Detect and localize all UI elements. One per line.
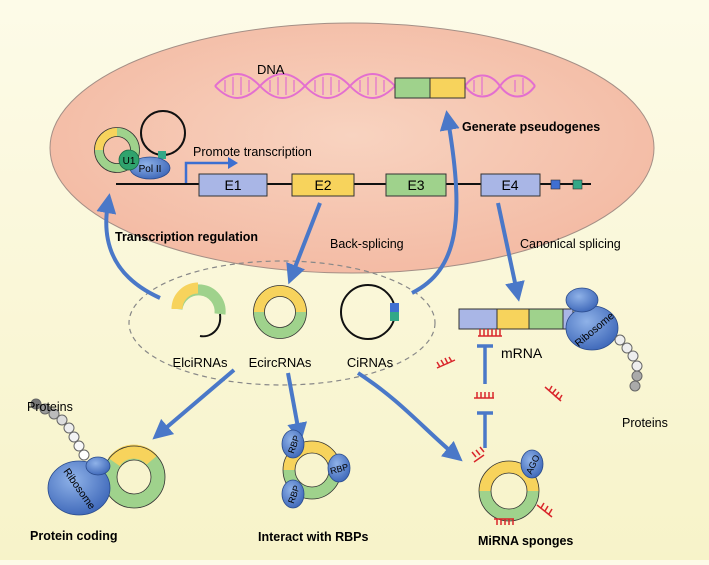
elcirna-molecule: [171, 282, 226, 338]
bound-mirnas: [471, 446, 553, 525]
nascent-peptide-mrna: [614, 334, 643, 392]
arrow-backsplicing: [286, 202, 322, 285]
u1-snrnp: [118, 149, 140, 171]
back-splicing-label: Back-splicing: [330, 237, 404, 251]
pseudogene-green-segment: [394, 77, 431, 99]
ribosome-on-mrna: [565, 287, 619, 351]
exon-e1-label: E1: [224, 177, 241, 193]
circrna-group: [128, 260, 436, 386]
exon-e2-label: E2: [314, 177, 331, 193]
u1-label: U1: [123, 156, 136, 167]
intron-marker-blue: [550, 179, 561, 190]
rbp-protein-bottom: [281, 479, 305, 509]
protein-coding-label: Protein coding: [30, 529, 118, 543]
exon-e3-label: E3: [407, 177, 424, 193]
exon-e1: [198, 173, 268, 197]
canonical-splicing-label: Canonical splicing: [520, 237, 621, 251]
dna-helix: [214, 73, 536, 99]
mrna-strand: [458, 308, 574, 330]
free-mirnas: [436, 356, 563, 402]
ago-protein: [520, 449, 544, 479]
arrow-to-rbp: [286, 372, 308, 443]
arrow-to-protein-coding: [152, 368, 236, 440]
transcription-complex: Pol II U1: [94, 110, 186, 180]
mrna-proteins-label: Proteins: [622, 416, 668, 430]
cirna-label: CiRNAs: [347, 355, 394, 370]
nucleus: [49, 22, 655, 274]
rbp-protein-top: [281, 429, 305, 459]
rbp-circrna: [281, 429, 351, 509]
generate-pseudogenes-label: Generate pseudogenes: [462, 120, 600, 134]
dna-label: DNA: [257, 62, 285, 77]
nascent-peptide-protein-coding: [30, 398, 90, 461]
arrow-elci-to-transcription: [96, 193, 161, 300]
interact-rbps-label: Interact with RBPs: [258, 530, 368, 544]
exon-e2: [291, 173, 355, 197]
protein-coding-circrna: [47, 444, 166, 516]
arrow-to-mirna-sponges: [356, 371, 463, 462]
pseudogene-yellow-segment: [429, 77, 466, 99]
protein-coding-proteins-label: Proteins: [27, 400, 73, 414]
pol-ii-label: Pol II: [139, 164, 162, 175]
exon-e4-label: E4: [501, 177, 518, 193]
ecircrna-molecule: [253, 285, 307, 339]
exon-e3: [385, 173, 447, 197]
exon-e4: [480, 173, 541, 197]
cirna-molecule: [340, 284, 399, 340]
transcription-start-arrow: [184, 161, 230, 183]
arrow-canonical-splicing: [496, 202, 525, 302]
transcription-regulation-label: Transcription regulation: [115, 230, 258, 244]
mrna-mirna-binding: [478, 329, 502, 337]
rbp-label-right: RBP: [329, 462, 349, 476]
mrna-label: mRNA: [501, 345, 543, 361]
inhibition-lines: [477, 344, 493, 448]
rbp-protein-right: [327, 453, 351, 483]
ecircrna-label: EcircRNAs: [249, 355, 312, 370]
mirna-sponge-circrna: [478, 449, 544, 522]
elcirna-label: ElciRNAs: [173, 355, 228, 370]
arrow-ci-to-pseudogenes: [411, 110, 460, 295]
mirna-sponges-label: MiRNA sponges: [478, 534, 573, 548]
flow-arrows: [96, 110, 525, 462]
intron-marker-green: [572, 179, 583, 190]
promote-transcription-label: Promote transcription: [193, 145, 312, 159]
